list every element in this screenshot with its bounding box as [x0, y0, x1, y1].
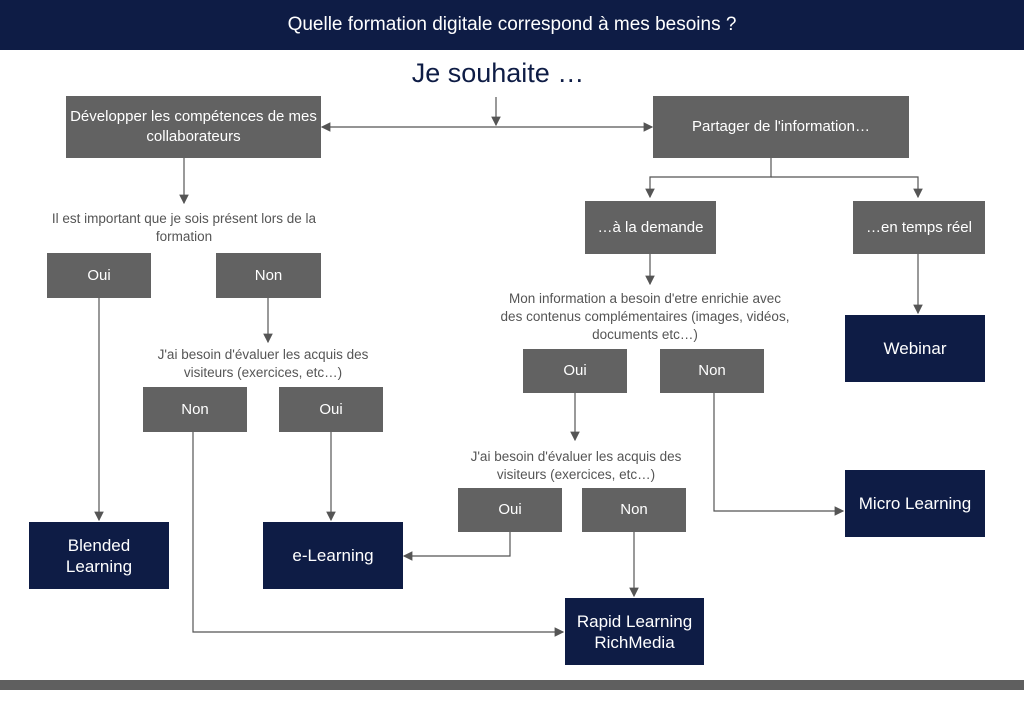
question-evaluer-acquis-2: J'ai besoin d'évaluer les acquis des vis…: [470, 449, 682, 482]
header-bar: Quelle formation digitale correspond à m…: [0, 0, 1024, 50]
answer-enrichie-non: Non: [660, 349, 764, 393]
node-en-temps-reel: …en temps réel: [853, 201, 985, 254]
node-partager-information: Partager de l'information…: [653, 96, 909, 158]
answer-evaluer-1-oui: Oui: [279, 387, 383, 432]
page-title: Quelle formation digitale correspond à m…: [287, 14, 737, 35]
answer-presence-non: Non: [216, 253, 321, 298]
outcome-micro-learning: Micro Learning: [845, 470, 985, 537]
outcome-e-learning: e-Learning: [263, 522, 403, 589]
outcome-webinar: Webinar: [845, 315, 985, 382]
question-information-enrichie: Mon information a besoin d'etre enrichie…: [500, 291, 790, 342]
answer-enrichie-oui: Oui: [523, 349, 627, 393]
question-evaluer-acquis-1: J'ai besoin d'évaluer les acquis des vis…: [157, 347, 369, 380]
answer-evaluer-2-oui: Oui: [458, 488, 562, 532]
node-developper-competences: Développer les compétences de mes collab…: [66, 96, 321, 158]
outcome-rapid-learning-richmedia: Rapid Learning RichMedia: [565, 598, 704, 665]
node-a-la-demande: …à la demande: [585, 201, 716, 254]
answer-evaluer-1-non: Non: [143, 387, 247, 432]
answer-presence-oui: Oui: [47, 253, 151, 298]
footer-bar: [0, 680, 1024, 690]
answer-evaluer-2-non: Non: [582, 488, 686, 532]
diagram-subtitle: Je souhaite …: [411, 58, 585, 88]
question-presence: Il est important que je sois présent lor…: [51, 211, 317, 244]
outcome-blended-learning: Blended Learning: [29, 522, 169, 589]
